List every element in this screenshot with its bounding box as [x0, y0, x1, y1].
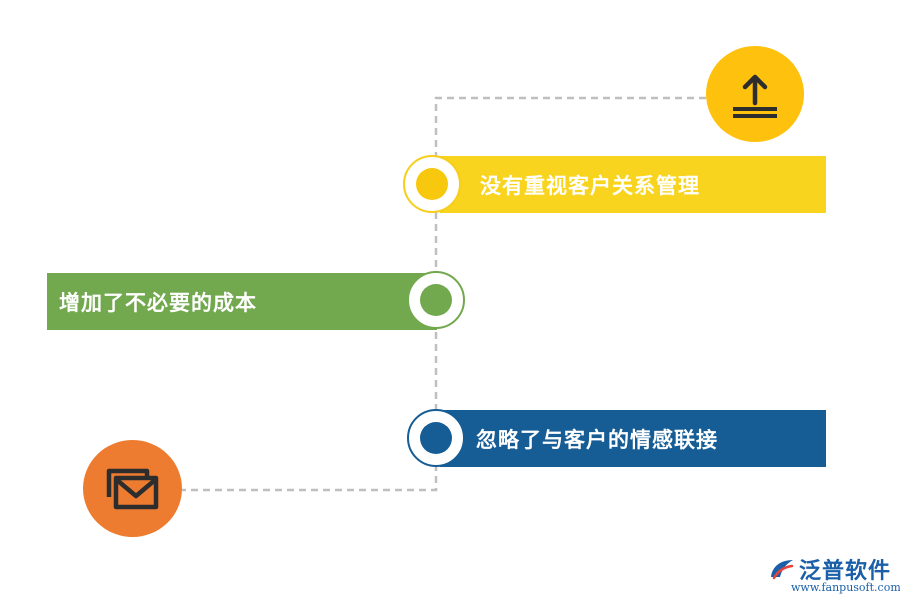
item-label-bottom: 忽略了与客户的情感联接: [476, 427, 718, 452]
mail-icon: [106, 468, 158, 509]
item-bar-middle: 增加了不必要的成本: [47, 273, 437, 330]
item-bar-bottom: 忽略了与客户的情感联接: [440, 410, 826, 467]
item-label-top: 没有重视客户关系管理: [480, 173, 700, 198]
node-circle-middle: [407, 271, 465, 329]
brand-name: 泛普软件: [799, 559, 892, 584]
mail-badge: [83, 440, 182, 537]
brand-logo-icon: [771, 560, 794, 580]
item-bar-top: 没有重视客户关系管理: [440, 156, 826, 213]
node-dot-middle: [420, 284, 452, 316]
item-label-middle: 增加了不必要的成本: [59, 290, 257, 315]
node-circle-bottom: [407, 409, 465, 467]
node-dot-bottom: [420, 422, 452, 454]
upload-badge: [706, 46, 804, 142]
upload-icon: [733, 74, 777, 118]
node-circle-top: [403, 155, 461, 213]
brand-watermark: 泛普软件 www.fanpusoft.com: [768, 553, 900, 597]
node-dot-top: [416, 168, 448, 200]
brand-url: www.fanpusoft.com: [791, 581, 900, 594]
